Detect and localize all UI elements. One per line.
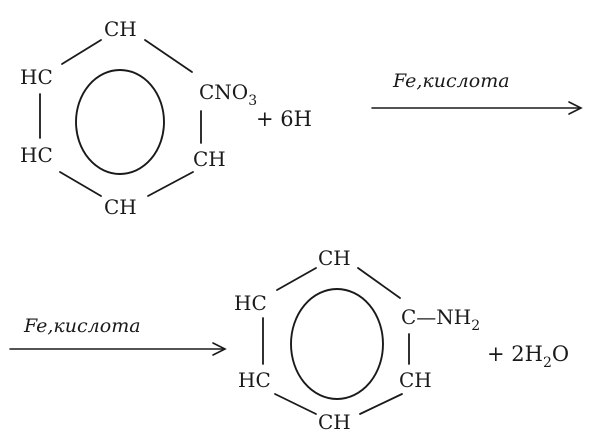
- product-bond-bottom-right: [359, 393, 403, 415]
- reactant-nitro-subscript: 3: [248, 93, 257, 109]
- byproduct-water-tail: O: [552, 342, 569, 366]
- product-molecule: CH HC C—NH2 HC CH CH: [234, 246, 480, 434]
- product-atom-lower-right: CH: [399, 368, 432, 392]
- reactant-atom-bottom: CH: [104, 195, 137, 219]
- reactant-atom-upper-left: HC: [20, 65, 53, 89]
- reactant-bond-top-left: [61, 39, 102, 65]
- arrow1-head: [568, 101, 583, 115]
- reactant-atom-lower-right: CH: [193, 147, 226, 171]
- reactant-atom-upper-right: CNO3: [199, 80, 257, 109]
- product-amino-group: C—NH: [401, 305, 471, 329]
- reactant-aromatic-ring: [75, 69, 165, 175]
- reactant-bond-bottom-right: [147, 171, 194, 197]
- reaction-arrow-1: Fe,кислота: [371, 70, 583, 115]
- product-amino-subscript: 2: [471, 318, 480, 334]
- byproduct-water: + 2H2O: [487, 342, 569, 371]
- arrow2-condition: Fe,кислота: [23, 315, 141, 337]
- reactant-molecule: CH HC CNO3 HC CH CH: [20, 17, 257, 219]
- product-bond-top-right: [357, 267, 401, 299]
- arrow1-condition: Fe,кислота: [392, 70, 510, 92]
- product-aromatic-ring: [290, 288, 384, 400]
- reactant-atom-top: CH: [104, 17, 137, 41]
- reactant-bond-bottom-left: [59, 171, 102, 197]
- reactant-bond-top-right: [144, 39, 193, 73]
- byproduct-water-main: + 2H: [487, 342, 543, 366]
- product-atom-upper-left: HC: [234, 291, 267, 315]
- reagent-hydrogen: + 6H: [256, 107, 312, 131]
- product-bond-bottom-left: [274, 393, 317, 415]
- byproduct-water-subscript: 2: [543, 355, 552, 371]
- reaction-arrow-2: Fe,кислота: [9, 315, 227, 356]
- product-atom-upper-right: C—NH2: [401, 305, 480, 334]
- reactant-nitro-group: CNO: [199, 80, 248, 104]
- product-atom-lower-left: HC: [238, 368, 271, 392]
- product-bond-top-left: [276, 267, 317, 291]
- product-atom-top: CH: [318, 246, 351, 270]
- arrow2-head: [212, 342, 227, 356]
- product-atom-bottom: CH: [318, 410, 351, 434]
- reactant-atom-lower-left: HC: [20, 143, 53, 167]
